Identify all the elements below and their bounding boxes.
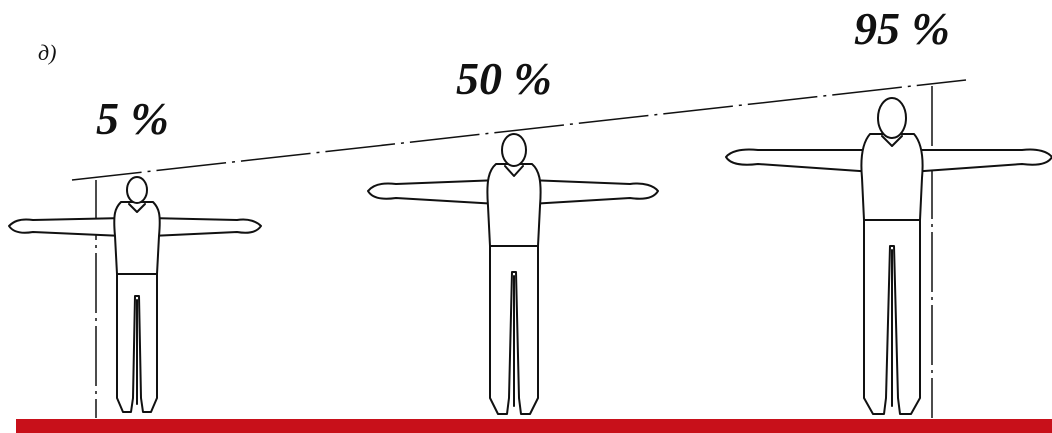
- figure-95-percentile: [726, 98, 1052, 414]
- figure-50-percentile: [368, 134, 658, 414]
- percentile-label-50: 50 %: [456, 56, 552, 102]
- figure-5-percentile: [9, 177, 261, 412]
- floor-bar: [16, 419, 1052, 433]
- panel-label: д): [38, 42, 56, 64]
- percentile-label-5: 5 %: [96, 96, 169, 142]
- percentile-label-95: 95 %: [854, 6, 950, 52]
